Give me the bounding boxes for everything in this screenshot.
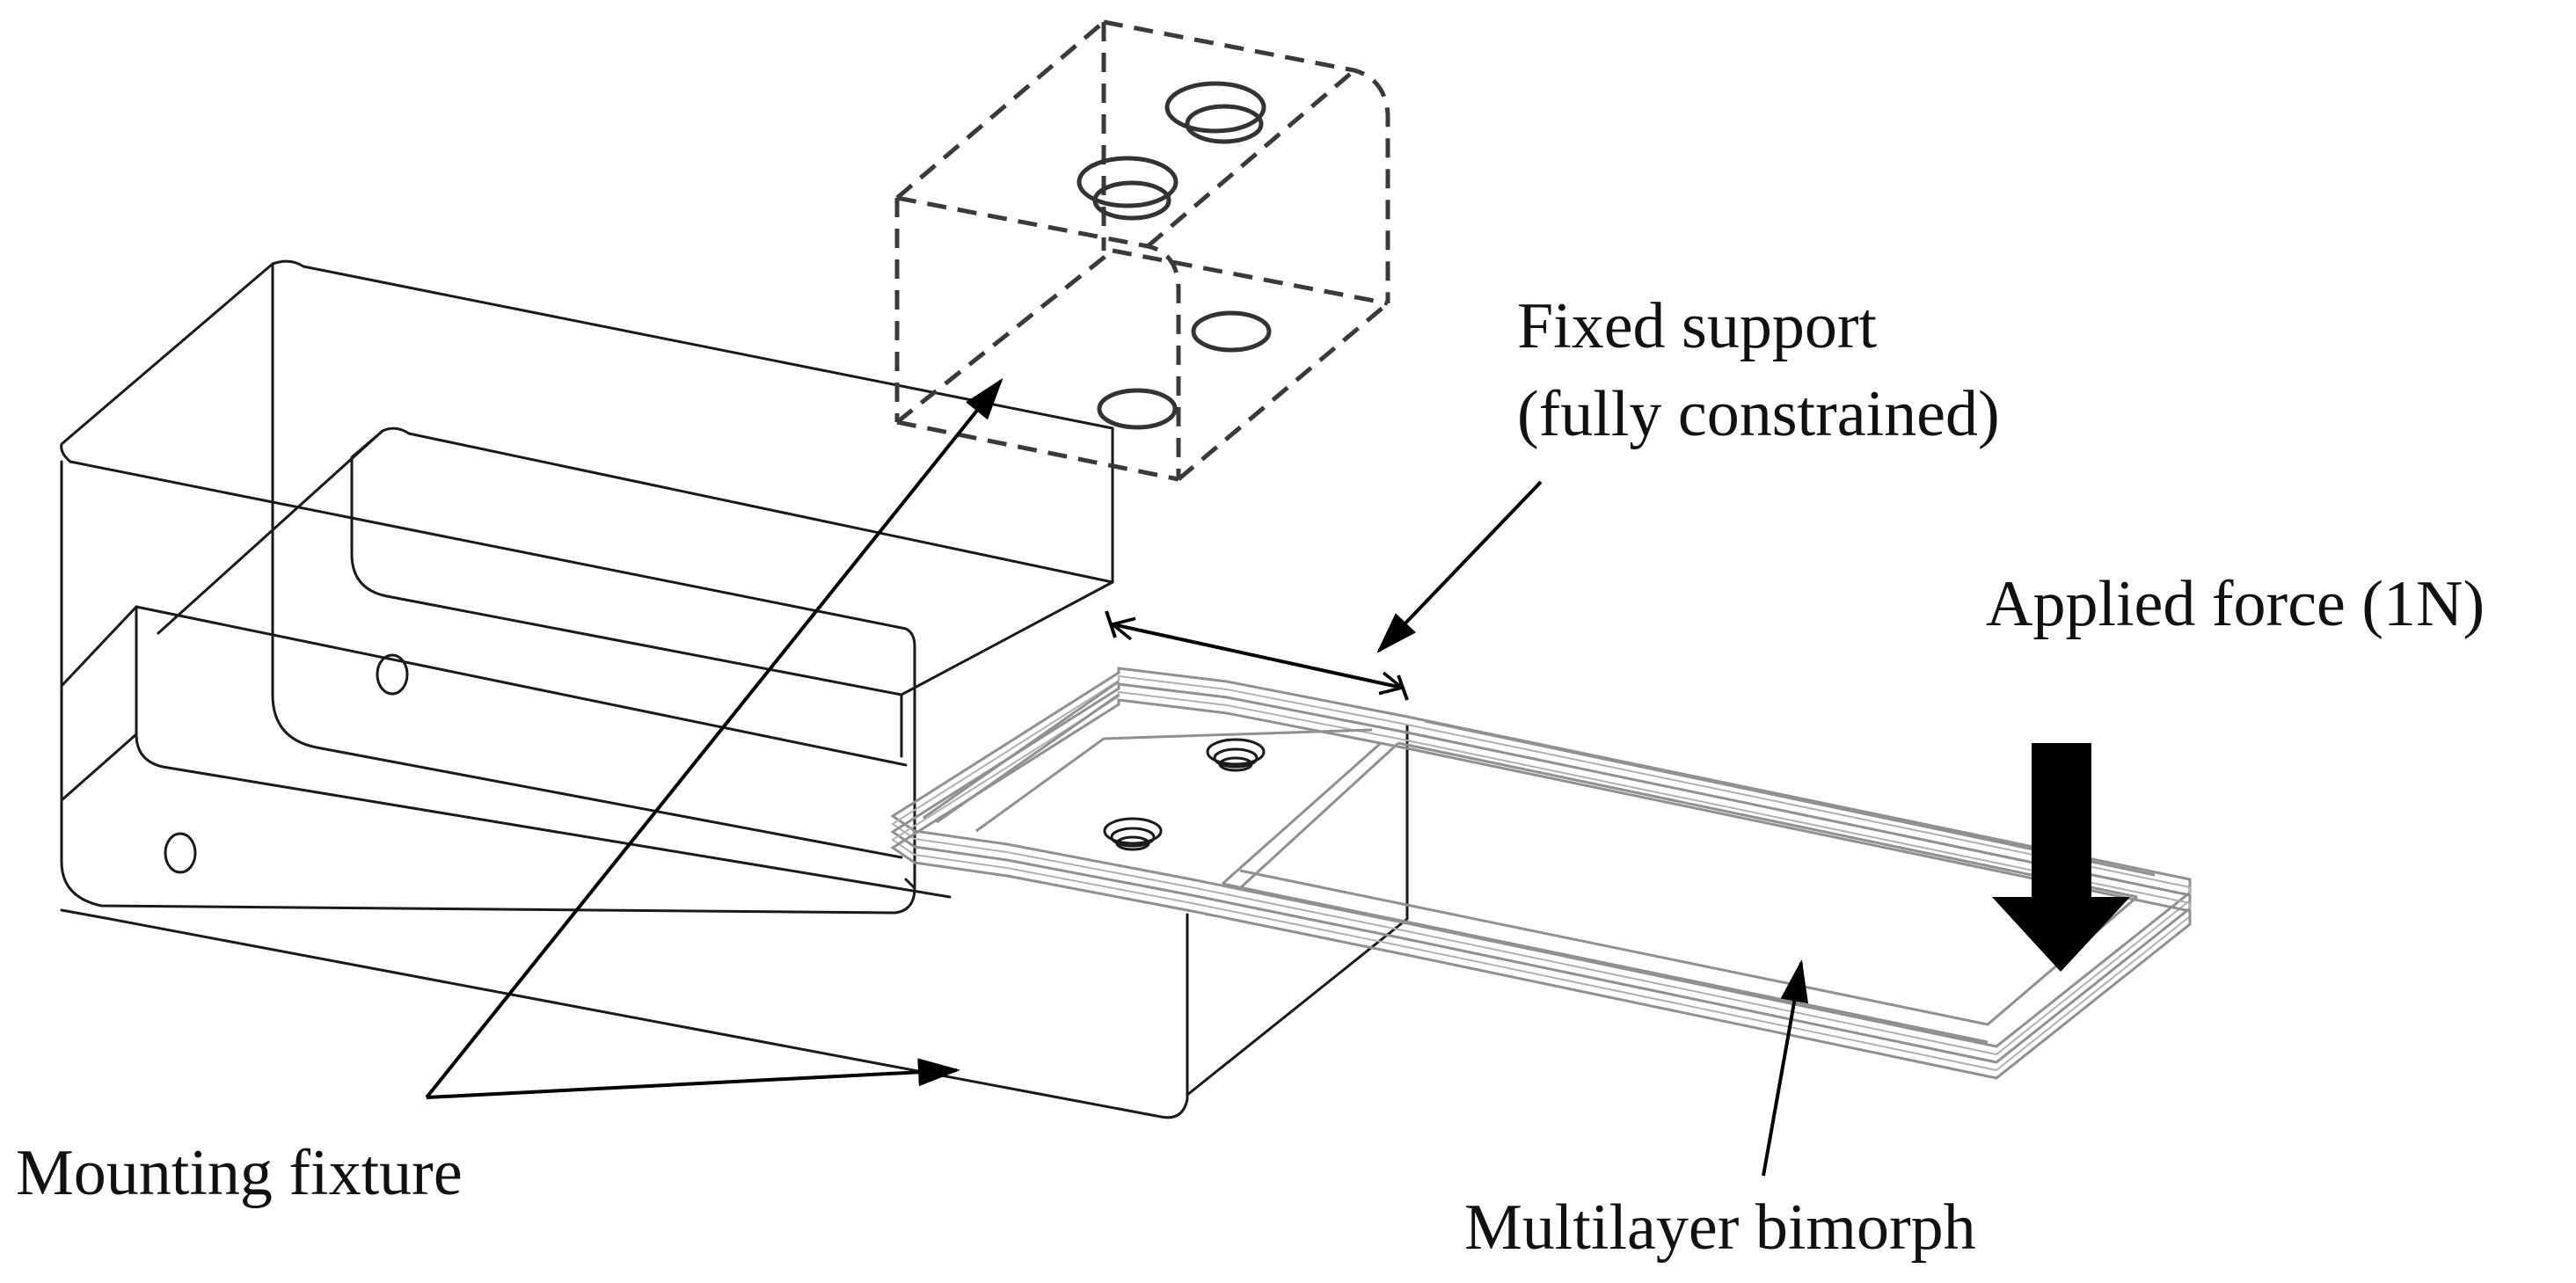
mounting-fixture-label: Mounting fixture — [16, 1137, 463, 1209]
mounting-fixture-leader-block — [426, 1058, 960, 1099]
fixed-support-label: Fixed support (fully constrained) — [1517, 283, 2000, 459]
applied-force-arrow — [1992, 743, 2130, 972]
fixed-support-label-line1: Fixed support — [1517, 290, 1878, 362]
fixed-support-label-line2: (fully constrained) — [1517, 377, 2000, 450]
multilayer-bimorph-leader — [1762, 959, 1809, 1177]
multilayer-bimorph-label: Multilayer bimorph — [1464, 1192, 1976, 1264]
fixed-support-dimension — [1105, 610, 1409, 701]
applied-force-label: Applied force (1N) — [1986, 568, 2485, 640]
mounting-fixture-lower-block — [60, 259, 1409, 1119]
clamp-block-dashed — [894, 19, 1390, 482]
mounting-fixture-leader-clamp — [425, 377, 1003, 1099]
fixed-support-leader — [1376, 480, 1543, 653]
multilayer-bimorph — [890, 667, 2192, 1080]
